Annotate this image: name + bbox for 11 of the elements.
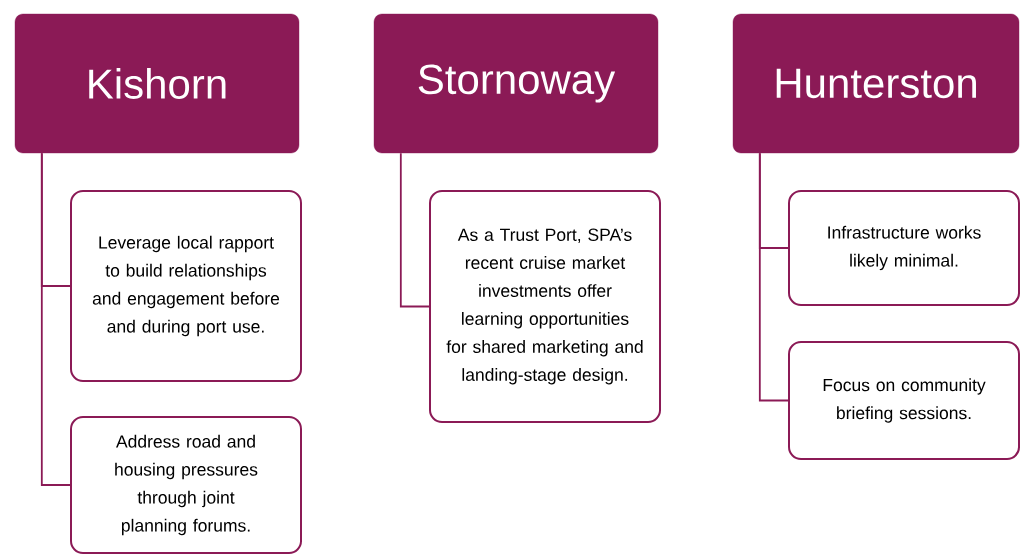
text-box: Address road and housing pressures through joint planning forums. bbox=[70, 416, 302, 554]
header-box: Kishorn bbox=[14, 13, 300, 154]
connector-line bbox=[40, 152, 71, 486]
header-box: Hunterston bbox=[732, 13, 1020, 154]
text-box: Infrastructure works likely minimal. bbox=[788, 190, 1020, 306]
header-box: Stornoway bbox=[373, 13, 659, 154]
text-box: As a Trust Port, SPA’s recent cruise market investments offer learning opportunities for shared marketing and landing-stage design. bbox=[429, 190, 661, 423]
text-box: Leverage local rapport to build relationships and engagement before and during port use. bbox=[70, 190, 302, 382]
connector-line bbox=[758, 152, 789, 402]
connector-line bbox=[399, 152, 430, 308]
text-box: Focus on community briefing sessions. bbox=[788, 341, 1020, 460]
